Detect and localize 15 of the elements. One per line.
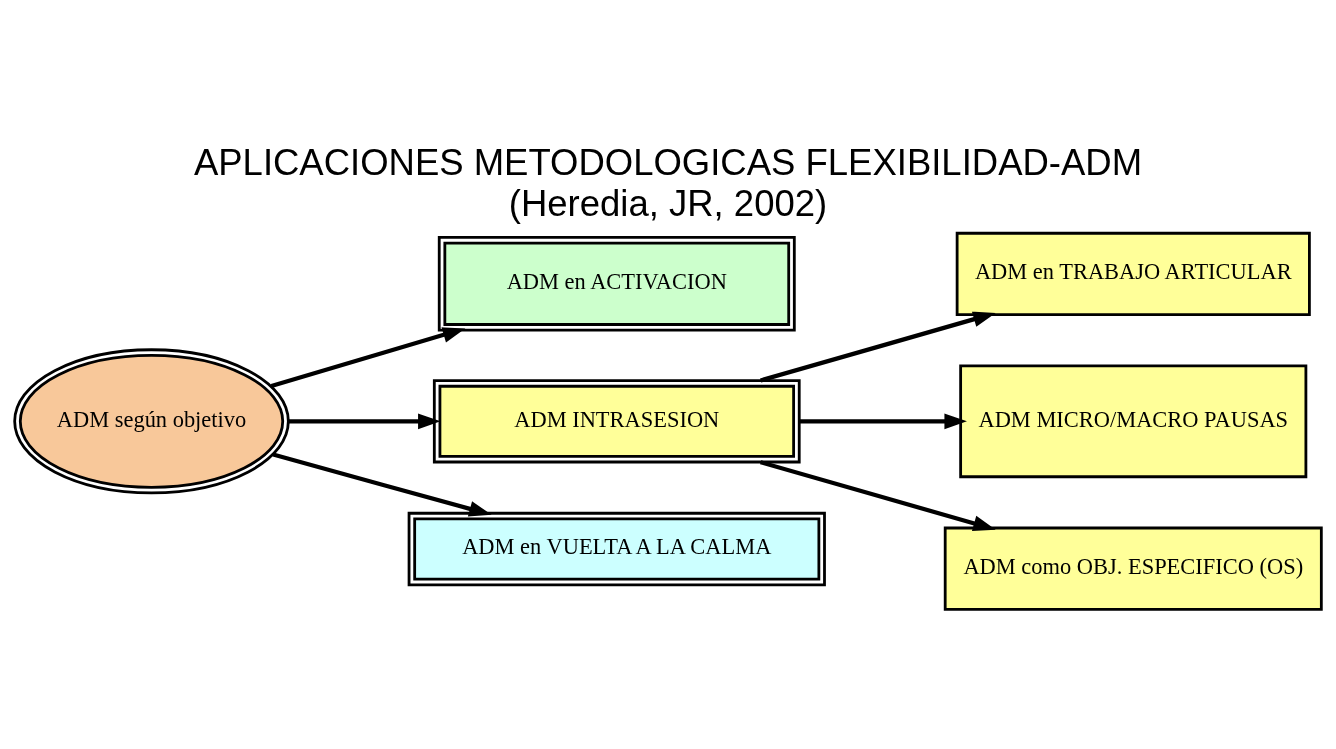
diagram-title: APLICACIONES METODOLOGICAS FLEXIBILIDAD-ADM	[193, 141, 1143, 183]
node-box: ADM como OBJ. ESPECIFICO (OS)	[943, 526, 1323, 611]
node-box: ADM INTRASESION	[432, 378, 801, 463]
arrow	[799, 412, 967, 429]
arrow	[272, 452, 492, 516]
caption: (Heredia, JR, 2002)	[508, 182, 828, 224]
node-ellipse: ADM según objetivo	[13, 347, 290, 494]
node-box: ADM en TRABAJO ARTICULAR	[955, 231, 1311, 316]
node-box: ADM en VUELTA A LA CALMA	[407, 511, 826, 586]
node-box: ADM en ACTIVACION	[437, 235, 796, 331]
arrow	[288, 412, 441, 429]
arrow	[270, 326, 466, 388]
node-box: ADM MICRO/MACRO PAUSAS	[959, 363, 1308, 478]
arrow	[760, 459, 996, 531]
arrow	[760, 311, 996, 382]
